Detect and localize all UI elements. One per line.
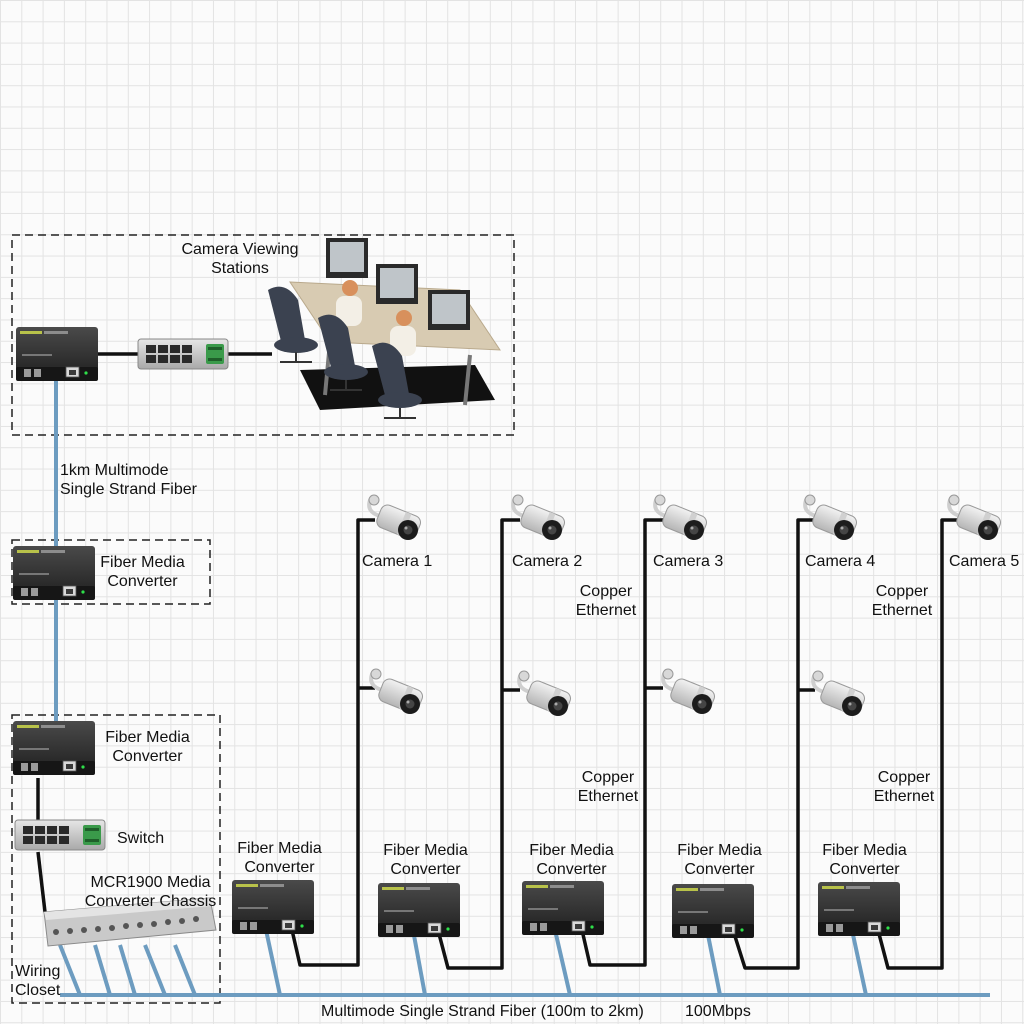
label-line: Camera Viewing <box>181 241 299 258</box>
fiber-media-converter-label: Fiber Media Converter <box>672 841 767 879</box>
bottom-fiber-label: Multimode Single Strand Fiber (100m to 2… <box>321 1003 644 1020</box>
workstation-icon <box>268 238 501 419</box>
label-line: Fiber Media <box>529 842 614 859</box>
label-line: Ethernet <box>577 788 639 805</box>
label-line: Fiber Media <box>677 842 762 859</box>
camera-icon <box>511 493 569 543</box>
camera-icon <box>653 493 711 543</box>
copper-ethernet-label: Copper Ethernet <box>862 582 942 620</box>
label-line: Single Strand Fiber <box>60 481 197 498</box>
fiber-media-converter-label: Fiber Media Converter <box>100 728 195 766</box>
copper-ethernet-label: Copper Ethernet <box>568 768 648 806</box>
viewing-station-box <box>11 234 515 436</box>
camera-icon <box>517 669 575 719</box>
media-converter-icon <box>231 879 315 935</box>
copper-ethernet-label: Copper Ethernet <box>566 582 646 620</box>
label-line: Converter <box>390 861 461 878</box>
label-line: Ethernet <box>871 602 933 619</box>
camera-label: Camera 3 <box>653 553 724 570</box>
copper-ethernet-label: Copper Ethernet <box>864 768 944 806</box>
label-line: Ethernet <box>575 602 637 619</box>
label-line: Copper <box>877 769 931 786</box>
media-converter-icon <box>671 883 755 939</box>
label-line: Fiber Media <box>822 842 907 859</box>
chassis-icon <box>43 897 217 947</box>
chassis-label: MCR1900 Media Converter Chassis <box>78 873 223 911</box>
label-line: Copper <box>579 583 633 600</box>
fiber-media-converter-label: Fiber Media Converter <box>817 841 912 879</box>
label-line: Copper <box>875 583 929 600</box>
camera-label: Camera 5 <box>949 553 1020 570</box>
label-line: Fiber Media <box>105 729 190 746</box>
camera-label: Camera 4 <box>805 553 876 570</box>
label-line: Fiber Media <box>237 840 322 857</box>
label-line: Converter <box>536 861 607 878</box>
label-line: Wiring <box>15 963 61 980</box>
label-line: Ethernet <box>873 788 935 805</box>
switch-icon <box>137 338 229 370</box>
label-line: Converter <box>112 748 183 765</box>
speed-label: 100Mbps <box>685 1003 751 1020</box>
fiber-media-converter-label: Fiber Media Converter <box>95 553 190 591</box>
label-line: Converter <box>829 861 900 878</box>
label-line: Stations <box>211 260 269 277</box>
camera-icon <box>947 493 1005 543</box>
camera-icon <box>803 493 861 543</box>
label-line: 1km Multimode <box>60 462 169 479</box>
label-line: Closet <box>15 982 61 999</box>
label-line: MCR1900 Media <box>90 874 211 891</box>
wiring-closet-label: Wiring Closet <box>15 962 60 1000</box>
camera-icon <box>367 493 425 543</box>
fiber-media-converter-label: Fiber Media Converter <box>524 841 619 879</box>
label-line: Copper <box>581 769 635 786</box>
label-line: Converter Chassis <box>84 893 217 910</box>
camera-label: Camera 2 <box>512 553 583 570</box>
media-converter-icon <box>12 720 96 776</box>
remote-converter-box <box>11 539 211 605</box>
media-converter-icon <box>12 545 96 601</box>
camera-label: Camera 1 <box>362 553 433 570</box>
switch-icon <box>14 819 106 851</box>
copper-links <box>36 352 958 970</box>
label-line: Converter <box>684 861 755 878</box>
fiber-media-converter-label: Fiber Media Converter <box>378 841 473 879</box>
camera-icon <box>369 667 427 717</box>
wiring-closet-box <box>11 714 221 1004</box>
label-line: Fiber Media <box>100 554 185 571</box>
media-converter-icon <box>817 881 901 937</box>
label-line: Converter <box>244 859 315 876</box>
label-line: Fiber Media <box>383 842 468 859</box>
media-converter-icon <box>521 880 605 936</box>
fiber-media-converter-label: Fiber Media Converter <box>232 839 327 877</box>
label-line: Converter <box>107 573 178 590</box>
media-converter-icon <box>377 882 461 938</box>
switch-label: Switch <box>117 830 165 847</box>
camera-icon <box>661 667 719 717</box>
camera-icon <box>811 669 869 719</box>
camera-viewing-stations-label: Camera Viewing Stations <box>175 240 305 278</box>
uplink-fiber-label: 1km Multimode Single Strand Fiber <box>60 461 197 499</box>
fiber-links <box>54 380 990 997</box>
media-converter-icon <box>15 326 99 382</box>
